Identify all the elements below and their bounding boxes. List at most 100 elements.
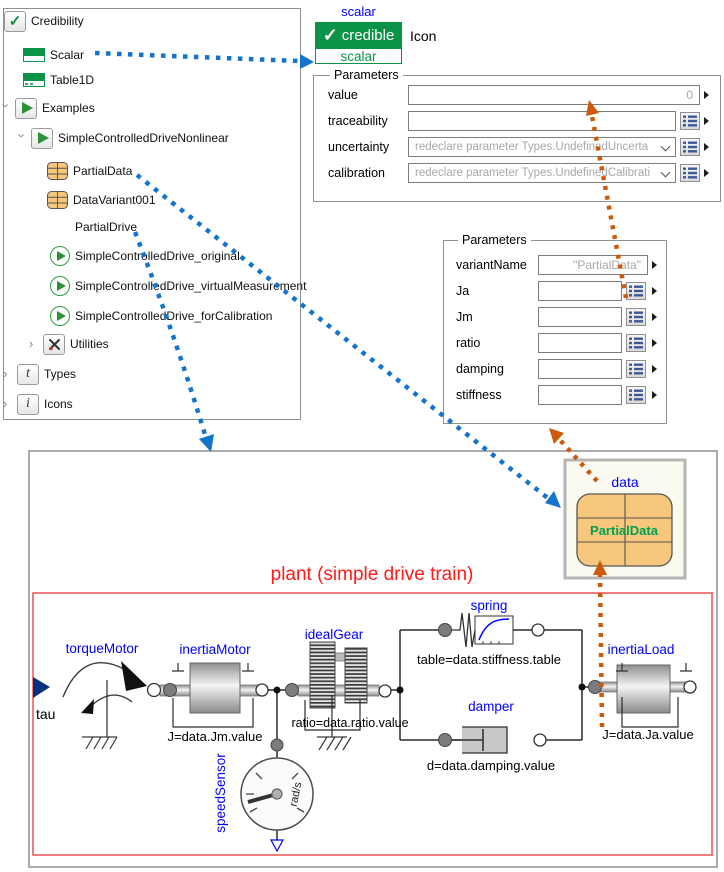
- tree-item-datavariant001[interactable]: DataVariant001: [47, 189, 156, 211]
- inertia-load-param: J=data.Ja.value: [602, 727, 693, 742]
- tau-label: tau: [36, 706, 55, 722]
- matrix-editor-button[interactable]: [626, 308, 646, 326]
- uncertainty-combobox[interactable]: redeclare parameter Types.UndefinedUncer…: [408, 137, 676, 157]
- value-input[interactable]: [408, 85, 700, 105]
- matrix-editor-button[interactable]: [626, 360, 646, 378]
- row-menu-arrow[interactable]: [652, 313, 657, 321]
- tree-item-utilities[interactable]: › Utilities: [29, 333, 109, 355]
- matrix-editor-button[interactable]: [680, 138, 700, 156]
- model-package-icon: [31, 127, 53, 149]
- plant-title: plant (simple drive train): [271, 564, 474, 585]
- tree-item-label: Table1D: [50, 73, 95, 87]
- row-menu-arrow[interactable]: [652, 261, 657, 269]
- row-menu-arrow[interactable]: [704, 143, 709, 151]
- ground-icon: [82, 736, 118, 750]
- tree-item-label: PartialData: [73, 164, 133, 178]
- param-label-stiffness: stiffness: [456, 388, 502, 402]
- tree-item-table1d[interactable]: Table1D: [23, 69, 94, 91]
- tau-input-connector[interactable]: [33, 677, 50, 698]
- matrix-editor-button[interactable]: [626, 334, 646, 352]
- chevron-collapsed-icon[interactable]: ›: [3, 396, 8, 411]
- row-menu-arrow[interactable]: [704, 169, 709, 177]
- inertia-motor-param: J=data.Jm.value: [167, 729, 262, 744]
- data-record-block[interactable]: data PartialData: [563, 458, 687, 580]
- traceability-input[interactable]: [408, 111, 676, 131]
- variantname-input[interactable]: [538, 255, 648, 275]
- stiffness-input[interactable]: [538, 385, 622, 405]
- example-model-icon: [50, 276, 70, 296]
- row-menu-arrow[interactable]: [652, 365, 657, 373]
- tree-item-credibility[interactable]: ✓ Credibility: [4, 10, 84, 32]
- ideal-gear-label: idealGear: [305, 627, 364, 642]
- row-menu-arrow[interactable]: [704, 91, 709, 99]
- row-menu-arrow[interactable]: [704, 117, 709, 125]
- ideal-gear-param: ratio=data.ratio.value: [291, 716, 408, 730]
- record-table-icon: [47, 162, 68, 180]
- tree-item-label: DataVariant001: [73, 193, 156, 207]
- row-menu-arrow[interactable]: [652, 287, 657, 295]
- credible-badge-text: credible: [341, 26, 395, 44]
- icons-i-icon: i: [17, 393, 39, 415]
- row-menu-arrow[interactable]: [652, 391, 657, 399]
- tree-item-types[interactable]: › t Types: [3, 363, 76, 385]
- damper-param: d=data.damping.value: [427, 758, 555, 773]
- ratio-input[interactable]: [538, 333, 622, 353]
- credibility-check-icon: ✓: [4, 10, 26, 32]
- tree-item-partialdrive[interactable]: PartialDrive: [75, 216, 137, 238]
- tree-item-examples[interactable]: › Examples: [0, 97, 95, 119]
- calibration-combobox-value: redeclare parameter Types.UndefinedCalib…: [415, 167, 651, 179]
- table1d-record-icon: [23, 73, 45, 87]
- record-table-icon: [47, 191, 68, 209]
- tree-item-simplecontrolleddrive-virtualmeasurement[interactable]: SimpleControlledDrive_virtualMeasurement: [50, 275, 306, 297]
- ja-input[interactable]: [538, 281, 622, 301]
- param-label-value: value: [328, 88, 358, 102]
- examples-package-icon: [15, 97, 37, 119]
- chevron-expanded-icon[interactable]: ›: [14, 133, 30, 138]
- example-model-icon: [50, 246, 70, 266]
- inertia-load-component[interactable]: inertiaLoad J=data.Ja.value: [599, 642, 694, 742]
- tree-item-label: Examples: [42, 101, 95, 115]
- tree-item-icons[interactable]: › i Icons: [3, 393, 73, 415]
- damper-component[interactable]: damper d=data.damping.value: [427, 699, 555, 773]
- ideal-gear-component[interactable]: idealGear ratio=data.ratio.value: [291, 627, 409, 751]
- tree-item-simplecontrolleddrivenonlinear[interactable]: › SimpleControlledDriveNonlinear: [14, 127, 229, 149]
- row-menu-arrow[interactable]: [652, 339, 657, 347]
- torque-motor-component[interactable]: torqueMotor tau: [33, 641, 147, 750]
- credible-badge-subtext: scalar: [315, 48, 402, 64]
- data-block-label: data: [611, 474, 638, 490]
- calibration-combobox[interactable]: redeclare parameter Types.UndefinedCalib…: [408, 163, 676, 183]
- matrix-editor-button[interactable]: [680, 164, 700, 182]
- flange-connectors: [146, 623, 697, 752]
- param-label-ratio: ratio: [456, 336, 481, 350]
- param-label-traceability: traceability: [328, 114, 388, 128]
- inertia-motor-component[interactable]: inertiaMotor J=data.Jm.value: [159, 642, 263, 744]
- jm-input[interactable]: [538, 307, 622, 327]
- sensor-output-connector[interactable]: [269, 839, 285, 853]
- param-label-damping: damping: [456, 362, 504, 376]
- spring-param: table=data.stiffness.table: [417, 652, 561, 667]
- speed-sensor-component[interactable]: rad/s speedSensor: [213, 753, 314, 853]
- matrix-editor-button[interactable]: [626, 386, 646, 404]
- tree-item-label: Credibility: [31, 14, 84, 28]
- chevron-collapsed-icon[interactable]: ›: [29, 336, 34, 351]
- example-model-icon: [50, 306, 70, 326]
- tree-item-partialdata[interactable]: PartialData: [47, 160, 132, 182]
- matrix-editor-button[interactable]: [626, 282, 646, 300]
- chevron-expanded-icon[interactable]: ›: [0, 103, 14, 108]
- torque-motor-label: torqueMotor: [66, 641, 139, 656]
- param-label-uncertainty: uncertainty: [328, 140, 390, 154]
- utilities-tools-icon: [43, 333, 65, 355]
- damping-input[interactable]: [538, 359, 622, 379]
- chevron-collapsed-icon[interactable]: ›: [3, 366, 8, 381]
- record-name-label: PartialData: [590, 523, 659, 538]
- tree-item-label: SimpleControlledDrive_virtualMeasurement: [75, 279, 307, 293]
- tree-item-label: SimpleControlledDrive_forCalibration: [75, 309, 273, 323]
- spring-component[interactable]: spring table=data.stiffness.table: [417, 598, 561, 667]
- tree-item-scalar[interactable]: Scalar: [23, 44, 84, 66]
- tree-item-label: PartialDrive: [75, 220, 138, 234]
- icon-caption: Icon: [410, 28, 437, 44]
- tree-item-simplecontrolleddrive-forcalibration[interactable]: SimpleControlledDrive_forCalibration: [50, 305, 272, 327]
- tree-item-simplecontrolleddrive-original[interactable]: SimpleControlledDrive_original: [50, 245, 240, 267]
- ground-icon: [317, 736, 352, 751]
- matrix-editor-button[interactable]: [680, 112, 700, 130]
